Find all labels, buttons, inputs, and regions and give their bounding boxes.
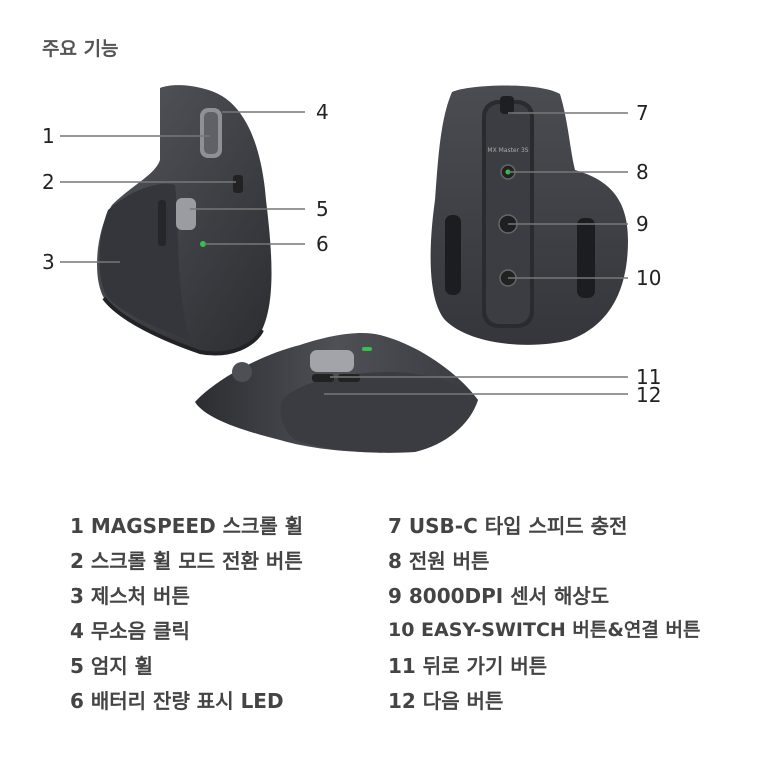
callout-1: 1: [42, 124, 55, 148]
callout-12: 12: [636, 383, 662, 407]
legend-item-12: 12 다음 버튼: [388, 689, 504, 713]
callout-2: 2: [42, 170, 55, 194]
legend-item-3: 3 제스처 버튼: [70, 584, 190, 608]
legend-item-9: 9 8000DPI 센서 해상도: [388, 584, 610, 608]
mouse-model-label: MX Master 3S: [487, 147, 528, 154]
callout-9: 9: [636, 212, 649, 236]
callout-6: 6: [316, 232, 329, 256]
callout-7: 7: [636, 101, 649, 125]
battery-led-icon: [200, 241, 206, 247]
thumb-wheel-side-icon: [310, 350, 354, 372]
legend-item-1: 1 MAGSPEED 스크롤 휠: [70, 514, 304, 538]
legend-item-8: 8 전원 버튼: [388, 549, 490, 573]
callout-lines: [60, 111, 628, 395]
mouse-diagram: MX Master 3S: [60, 85, 628, 453]
thumb-wheel-icon: [176, 198, 196, 230]
callout-4: 4: [316, 100, 329, 124]
legend-item-6: 6 배터리 잔량 표시 LED: [70, 689, 284, 713]
legend-item-10: 10 EASY-SWITCH 버튼&연결 버튼: [388, 619, 701, 641]
mouse-side-view: [97, 85, 272, 356]
legend-item-11: 11 뒤로 가기 버튼: [388, 654, 548, 678]
callout-5: 5: [316, 197, 329, 221]
callout-11: 11: [636, 365, 662, 389]
legend-item-2: 2 스크롤 휠 모드 전환 버튼: [70, 549, 303, 573]
callout-10: 10: [636, 266, 662, 290]
legend-item-5: 5 엄지 휠: [70, 654, 154, 678]
mouse-bottom-view: MX Master 3S: [430, 85, 628, 345]
callout-8: 8: [636, 160, 649, 184]
mouse-thumb-view: [195, 333, 478, 453]
mode-shift-button-icon: [233, 175, 243, 193]
callout-3: 3: [42, 250, 55, 274]
page-title: 주요 기능: [42, 38, 119, 60]
legend-item-4: 4 무소음 클릭: [70, 619, 190, 643]
legend-item-7: 7 USB-C 타입 스피드 충전: [388, 514, 628, 538]
usb-c-port-icon: [500, 96, 514, 114]
